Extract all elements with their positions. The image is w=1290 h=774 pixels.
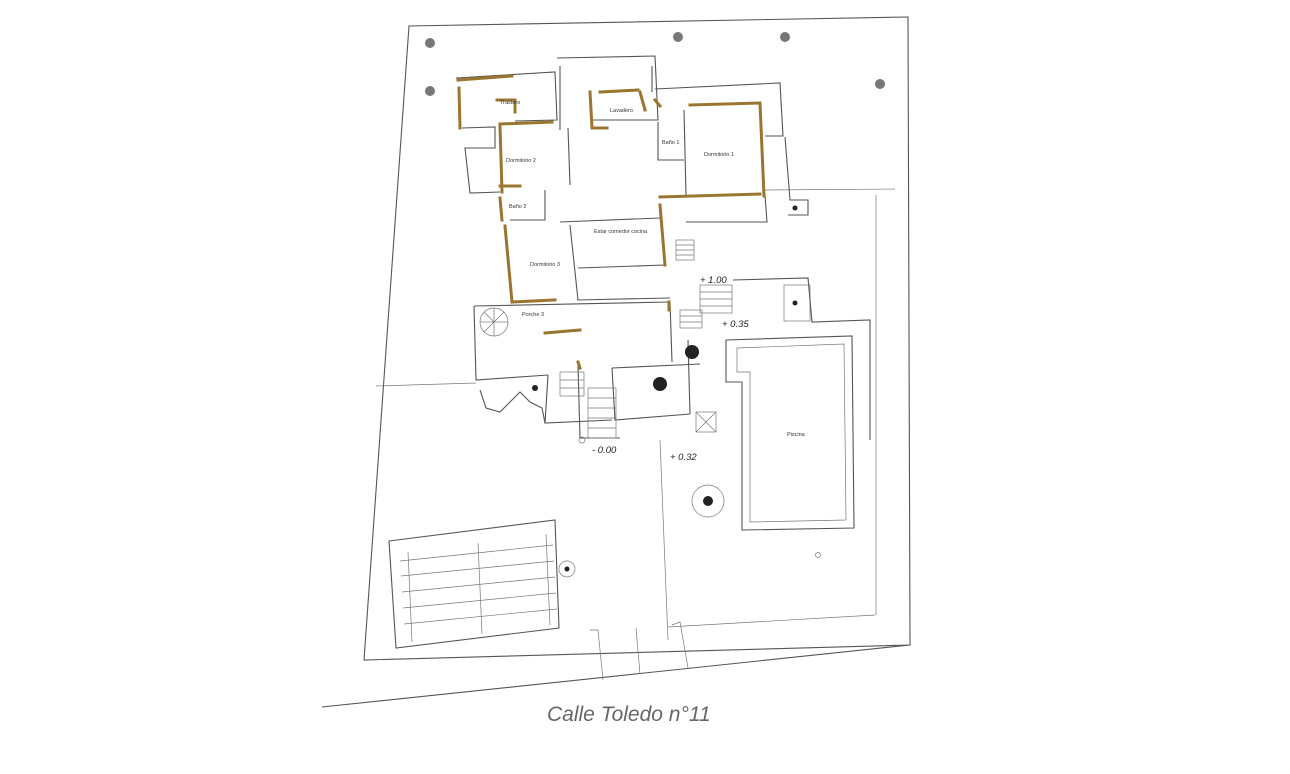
- fountain: [691, 484, 725, 518]
- terrace-wall: [732, 277, 871, 440]
- boundary-line: [764, 188, 896, 191]
- boundary-line: [667, 614, 876, 628]
- room-label-dormitorio-2: Dormitorio 2: [506, 158, 536, 164]
- room-label-piscina: Piscina: [787, 432, 806, 438]
- level-mark-minus-0-00: - 0.00: [592, 445, 617, 456]
- plot-markers: [425, 32, 885, 96]
- columns: [532, 205, 798, 391]
- level-mark-plus-0-32: + 0.32: [670, 452, 697, 463]
- room-label-bano-1: Baño 1: [662, 140, 679, 146]
- tree-icon: [558, 560, 576, 578]
- pergola: [388, 519, 560, 649]
- boundary-line: [375, 382, 477, 387]
- level-mark-plus-1-00: + 1.00: [700, 275, 727, 286]
- stairs: [559, 239, 733, 439]
- room-label-porche-3: Porche 3: [522, 312, 544, 318]
- level-mark-plus-0-35: + 0.35: [722, 319, 749, 330]
- shower-tray: [695, 411, 717, 433]
- street-name: Calle Toledo n°11: [547, 703, 711, 726]
- room-label-bano-2: Baño 2: [509, 204, 526, 210]
- house-walls: [455, 55, 809, 439]
- room-label-lavadero: Lavadero: [610, 108, 633, 114]
- shower-tray-cross: [695, 411, 717, 433]
- room-label-dormitorio-1: Dormitorio 1: [704, 152, 734, 158]
- highlighted-walls: [456, 74, 766, 370]
- room-label-trastero: Trastero: [500, 100, 520, 106]
- spiral-stair: [479, 307, 509, 337]
- room-label-dormitorio-3: Dormitorio 3: [530, 262, 560, 268]
- street-line: [321, 644, 911, 708]
- entrance-gates: [590, 621, 689, 681]
- plot-outline: [363, 16, 911, 661]
- pool: [725, 335, 855, 531]
- drain-icon: [815, 552, 821, 558]
- boundary-line: [659, 439, 669, 641]
- room-label-estar-comedor-cocina: Estar comedor cocina: [594, 229, 648, 235]
- drain-icon: [578, 436, 586, 444]
